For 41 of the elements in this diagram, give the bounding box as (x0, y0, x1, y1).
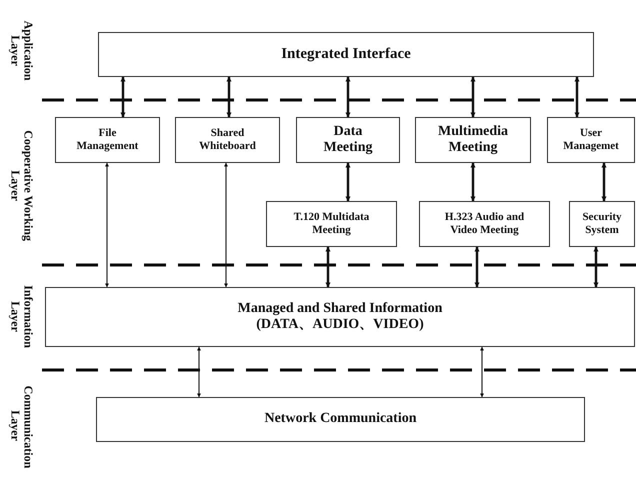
arrow (197, 346, 201, 398)
box-label: User Managemet (562, 127, 620, 153)
arrow (120, 76, 126, 118)
arrow (470, 76, 476, 118)
arrow (602, 162, 606, 202)
box-label: File Management (76, 127, 140, 153)
arrow (224, 162, 228, 288)
arrow (105, 162, 109, 288)
process-box (547, 117, 635, 163)
arrow (594, 246, 598, 288)
process-box (569, 201, 635, 247)
arrow (226, 76, 232, 118)
arrow (470, 162, 476, 202)
process-box (296, 117, 400, 163)
process-box (266, 201, 397, 247)
layer-label: Cooperative Working Layer (9, 128, 35, 243)
arrow (574, 76, 580, 118)
box-label: Data Meeting (322, 124, 374, 156)
box-label: Network Communication (264, 411, 417, 428)
arrow (474, 246, 480, 288)
layer-label: Information Layer (9, 284, 35, 350)
process-box (98, 32, 594, 77)
process-box (419, 201, 550, 247)
box-label: Security System (582, 211, 622, 237)
process-box (55, 117, 160, 163)
arrow (326, 246, 330, 288)
process-box (96, 397, 585, 442)
process-box (415, 117, 531, 163)
box-label: T.120 Multidata Meeting (292, 211, 370, 237)
process-box (45, 287, 635, 347)
box-label: Managed and Shared Information (238, 300, 442, 317)
process-box (175, 117, 280, 163)
layer-label: Application Layer (9, 19, 35, 82)
arrow (346, 76, 350, 118)
box-label: Multimedia Meeting (437, 124, 509, 156)
box-label: (DATA、AUDIO、VIDEO) (256, 317, 424, 334)
box-label: Integrated Interface (281, 46, 411, 64)
box-label: Shared Whiteboard (198, 127, 257, 153)
box-label: H.323 Audio and Video Meeting (444, 211, 526, 237)
arrow (480, 346, 484, 398)
arrow (346, 162, 350, 202)
